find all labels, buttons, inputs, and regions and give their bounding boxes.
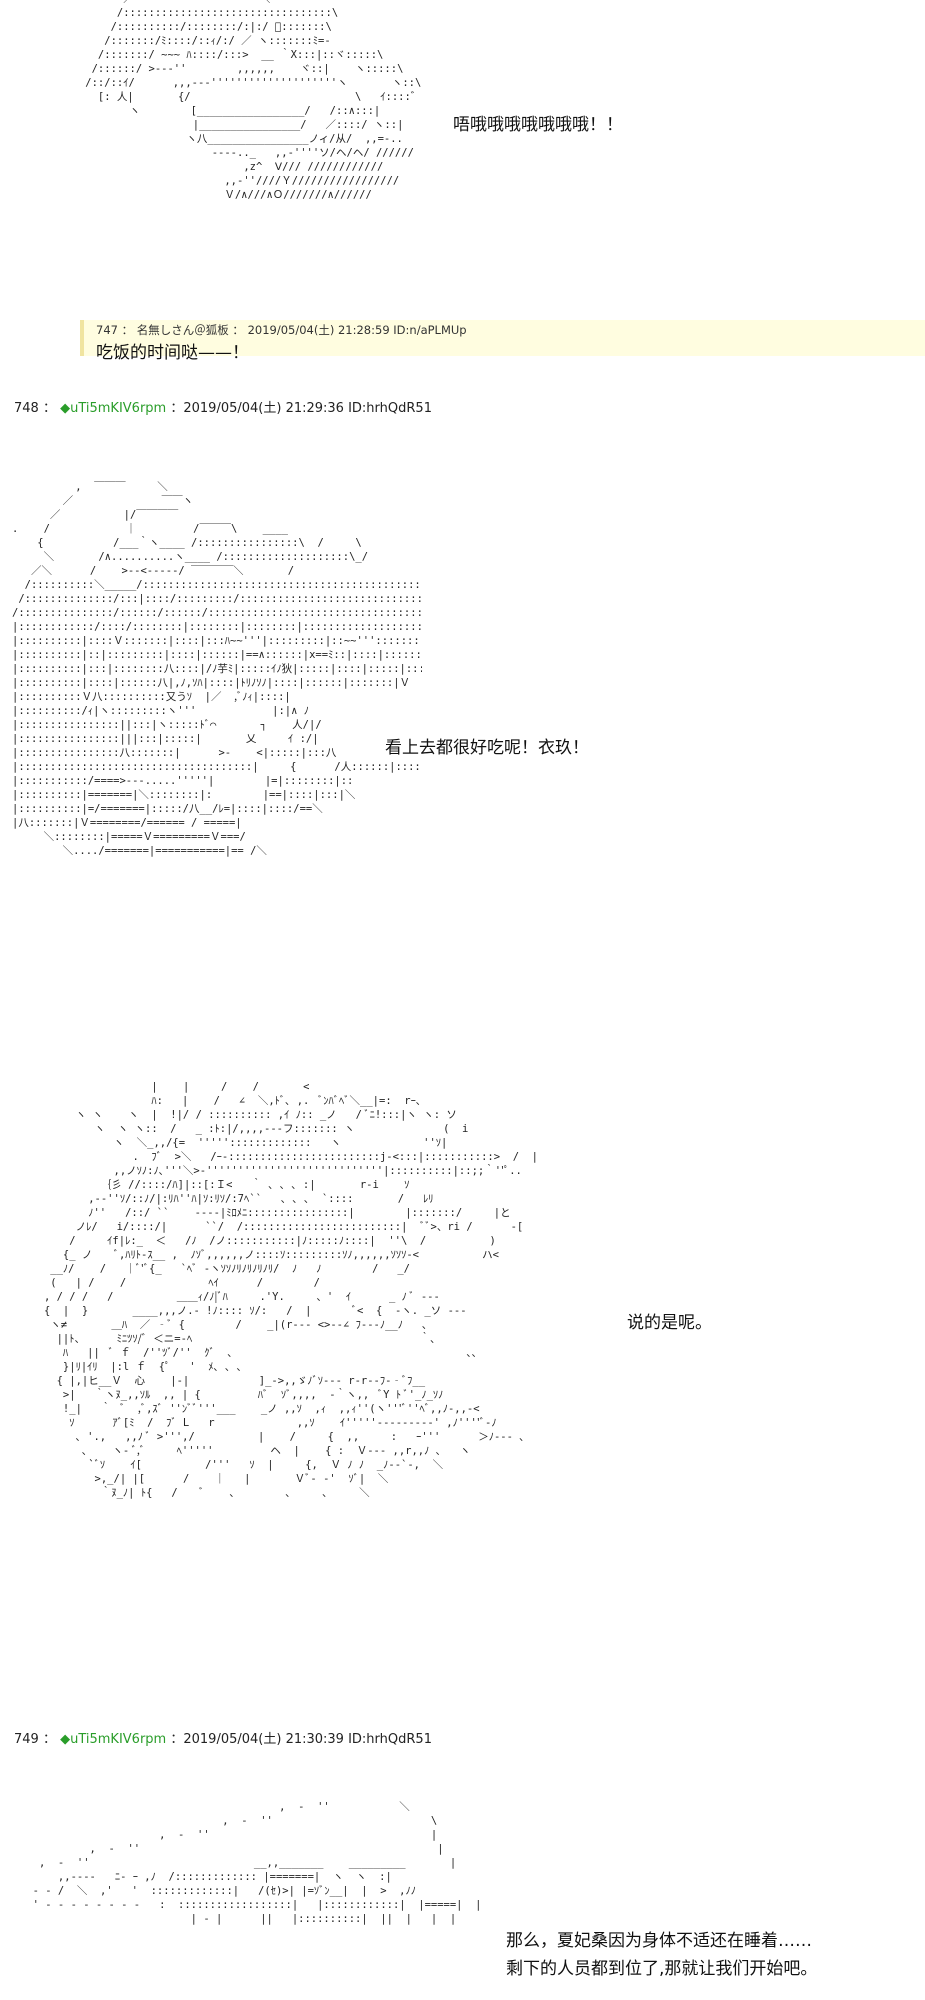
- ascii-art-3: | | / / < ﾊ: | / ∠ ＼,ﾄﾞ､ ,. ﾞﾝﾊﾞﾍﾞ＼__|=:…: [43, 1081, 539, 1499]
- poster-handle[interactable]: uTi5mKIV6rpm: [70, 1732, 167, 1747]
- reply-747-body: 吃饭的时间哒——！: [96, 343, 249, 363]
- ascii-art-2: , ￣￣￣ ＼ ／ ￣￣ヽ ／ |/￣￣￣￣ . / ｜ /￣￣￣\ ____ …: [12, 481, 422, 857]
- post-748-header: 748 ： ◆uTi5mKIV6rpm ：2019/05/04(土) 21:29…: [14, 397, 432, 416]
- reply-747-meta: 747 ： 名無しさん＠狐板 ： 2019/05/04(土) 21:28:59 …: [96, 323, 467, 337]
- ascii-art-1: ／￣￣￣￣￣￣￣￣￣￣￣￣＼ /::::::::::::::::::::::::…: [85, 0, 422, 201]
- trip-diamond-icon: ◆: [60, 1732, 71, 1747]
- speech-text-1: 唔哦哦哦哦哦哦哦！！: [453, 115, 623, 135]
- post-meta: ：2019/05/04(土) 21:30:39 ID:hrhQdR51: [170, 1732, 432, 1747]
- speech-text-4b: 剩下的人员都到位了,那就让我们开始吧。: [506, 1959, 818, 1979]
- trip-diamond-icon: ◆: [60, 401, 71, 416]
- post-number: 749 ：: [14, 1732, 56, 1747]
- reply-747: 747 ： 名無しさん＠狐板 ： 2019/05/04(土) 21:28:59 …: [80, 320, 925, 363]
- poster-handle[interactable]: uTi5mKIV6rpm: [70, 401, 167, 416]
- post-meta: ：2019/05/04(土) 21:29:36 ID:hrhQdR51: [170, 401, 432, 416]
- speech-text-2: 看上去都很好吃呢！衣玖！: [385, 738, 589, 758]
- post-number: 748 ：: [14, 401, 56, 416]
- speech-text-3: 说的是呢。: [627, 1313, 712, 1333]
- speech-text-4a: 那么，夏妃桑因为身体不适还在睡着……: [506, 1931, 812, 1951]
- ascii-art-4: , ‐ '' ＼ , ‐ '' \ , ‐ '' | , ‐ '': [32, 1801, 480, 1925]
- post-749-header: 749 ： ◆uTi5mKIV6rpm ：2019/05/04(土) 21:30…: [14, 1728, 432, 1747]
